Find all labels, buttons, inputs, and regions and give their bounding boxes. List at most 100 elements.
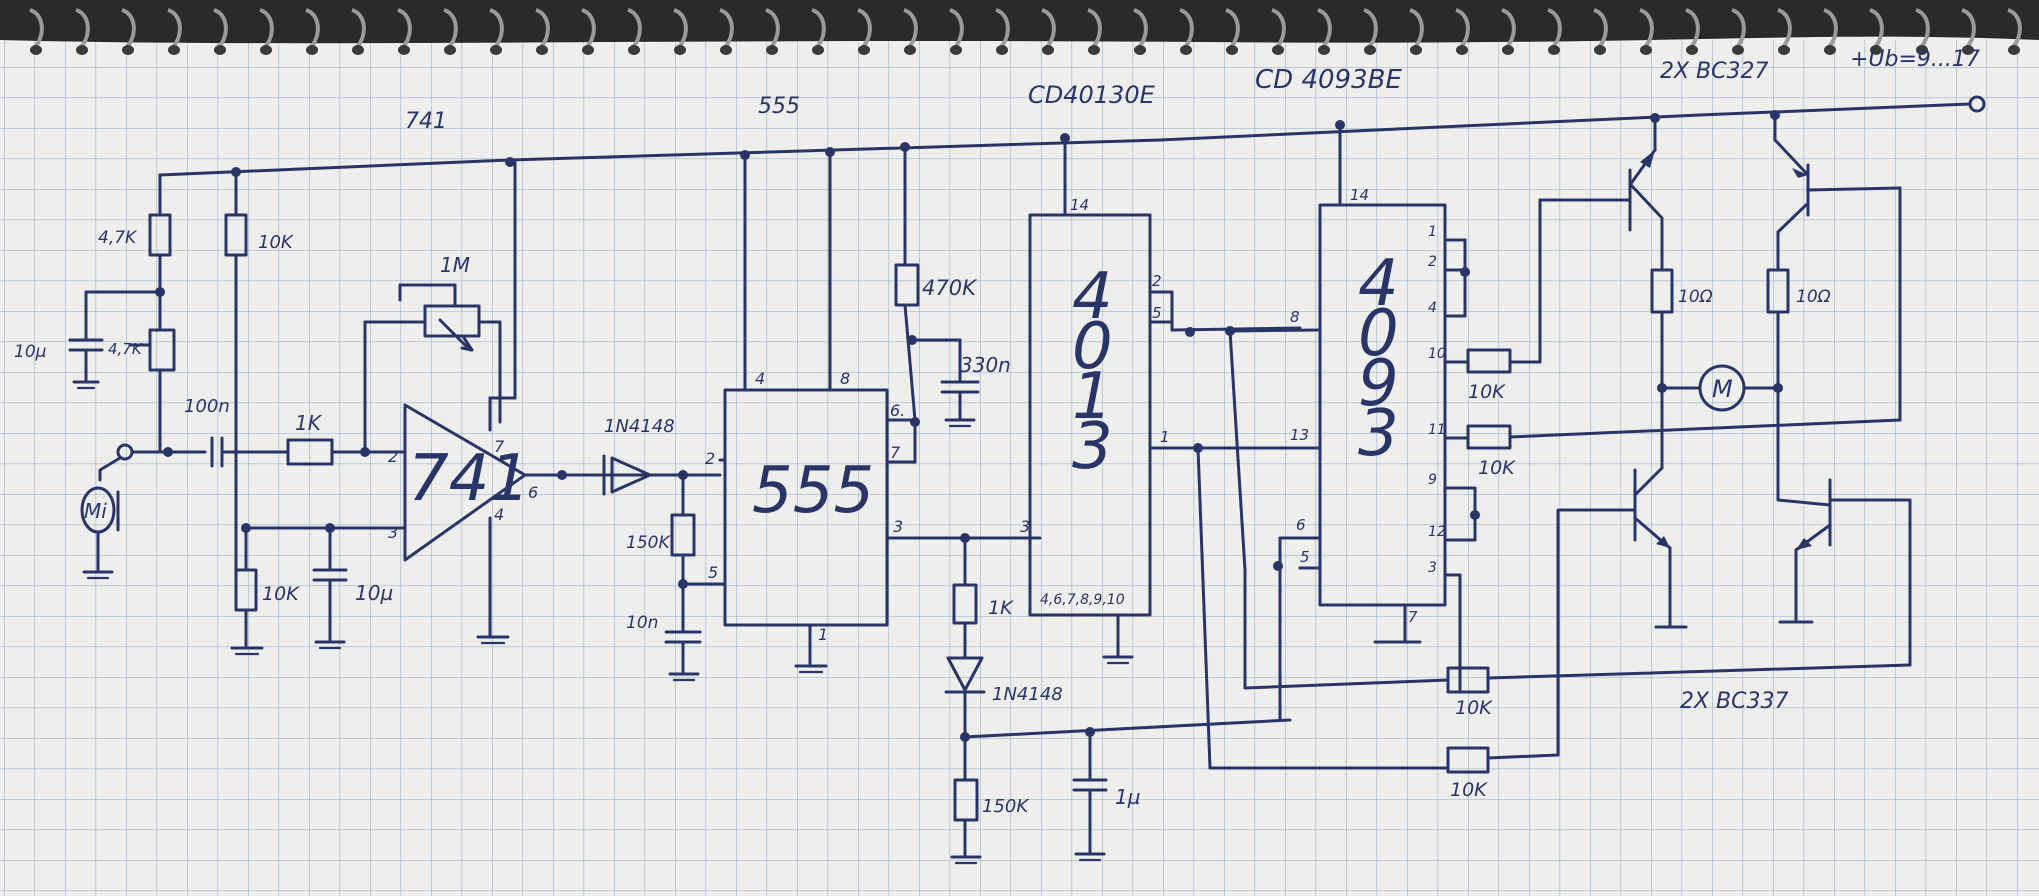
binding-hole bbox=[536, 45, 548, 55]
binding-hole bbox=[1732, 45, 1744, 55]
spiral-coil bbox=[29, 8, 44, 50]
label-flipflop-pin5: 5 bbox=[1152, 304, 1162, 322]
label-flipflop-digit-3: 1 bbox=[1072, 360, 1113, 434]
binding-hole bbox=[1870, 45, 1882, 55]
spiral-coil bbox=[397, 8, 412, 50]
label-timer-pin6: 6. bbox=[890, 401, 905, 420]
spiral-coil bbox=[1087, 8, 1102, 50]
label-r-1k-out: 1K bbox=[988, 597, 1014, 619]
label-r-150k-a: 150K bbox=[626, 533, 671, 553]
label-op-amp-pin6: 6 bbox=[528, 483, 538, 502]
spiral-coil bbox=[1915, 8, 1930, 50]
label-nand-digit-1: 4 bbox=[1358, 247, 1399, 321]
timer-555 bbox=[723, 147, 1042, 674]
spiral-coil bbox=[1731, 8, 1746, 50]
spiral-coil bbox=[1317, 8, 1332, 50]
spiral-coil bbox=[1133, 8, 1148, 50]
label-nand-pin10: 10 bbox=[1428, 346, 1446, 362]
label-nand-pin6: 6 bbox=[1296, 516, 1306, 534]
binding-hole bbox=[398, 45, 410, 55]
spiral-coil bbox=[535, 8, 550, 50]
binding-hole bbox=[1778, 45, 1790, 55]
label-nand-pin13: 13 bbox=[1290, 426, 1309, 444]
spiral-coil bbox=[1639, 8, 1654, 50]
spiral-coil bbox=[443, 8, 458, 50]
binding-hole bbox=[260, 45, 272, 55]
spiral-coil bbox=[305, 8, 320, 50]
label-r-150k-b: 150K bbox=[982, 796, 1029, 817]
binding-hole bbox=[720, 45, 732, 55]
spiral-coil bbox=[1179, 8, 1194, 50]
spiral-coil bbox=[121, 8, 136, 50]
resistor-10k-b1 bbox=[1446, 666, 1490, 694]
binding-hole bbox=[1962, 45, 1974, 55]
diode-1n4148-a bbox=[602, 454, 727, 682]
spiral-coil bbox=[1041, 8, 1056, 50]
binding-hole bbox=[214, 45, 226, 55]
label-c-1u: 1µ bbox=[1115, 785, 1140, 809]
binding-hole bbox=[1916, 45, 1928, 55]
binding-hole bbox=[168, 45, 180, 55]
label-timer-pin2: 2 bbox=[705, 449, 715, 468]
spiral-coil bbox=[213, 8, 228, 50]
label-flipflop-pin14: 14 bbox=[1070, 196, 1089, 214]
label-r-10k-bias: 10K bbox=[262, 583, 300, 605]
binding-hole bbox=[1226, 45, 1238, 55]
label-op-amp-pin3: 3 bbox=[388, 523, 398, 542]
label-r-4k7-pot: 4,7K bbox=[108, 340, 143, 358]
binding-hole bbox=[628, 45, 640, 55]
spiral-coil bbox=[673, 8, 688, 50]
binding-hole bbox=[1134, 45, 1146, 55]
binding-hole bbox=[352, 45, 364, 55]
label-nand-pin8: 8 bbox=[1290, 308, 1300, 326]
label-nand-digit-3: 9 bbox=[1358, 347, 1399, 421]
label-motor: M bbox=[1712, 375, 1733, 403]
spiral-coil bbox=[1501, 8, 1516, 50]
label-nand-pin9: 9 bbox=[1428, 472, 1437, 488]
label-d-1n4148-a: 1N4148 bbox=[604, 416, 675, 437]
binding-hole bbox=[1548, 45, 1560, 55]
label-supply: +Ub=9...17 bbox=[1850, 47, 1980, 72]
label-r-10r-b: 10Ω bbox=[1796, 287, 1831, 307]
spiral-coil bbox=[903, 8, 918, 50]
spiral-coil bbox=[1869, 8, 1884, 50]
label-timer-pin8: 8 bbox=[840, 369, 850, 388]
binding-hole bbox=[1456, 45, 1468, 55]
label-nand-pin3: 3 bbox=[1428, 560, 1437, 576]
label-r-1k-in: 1K bbox=[295, 411, 323, 435]
binding-hole bbox=[1088, 45, 1100, 55]
binding-hole bbox=[582, 45, 594, 55]
spiral-coil bbox=[1823, 8, 1838, 50]
binding-hole bbox=[30, 45, 42, 55]
spiral-coil bbox=[1225, 8, 1240, 50]
label-r-10k-top: 10K bbox=[258, 232, 294, 253]
label-c-10u-bias: 10µ bbox=[355, 581, 393, 605]
spiral-coil bbox=[167, 8, 182, 50]
label-r-10k-b2: 10K bbox=[1450, 779, 1488, 801]
spiral-coil bbox=[1455, 8, 1470, 50]
spiral-coil bbox=[1593, 8, 1608, 50]
label-timer-pin7: 7 bbox=[890, 443, 901, 462]
binding-hole bbox=[950, 45, 962, 55]
label-nand-pin4: 4 bbox=[1428, 300, 1437, 316]
label-flipflop-pin2: 2 bbox=[1152, 272, 1162, 290]
mic-input-stage bbox=[68, 167, 407, 656]
label-timer-pin3: 3 bbox=[893, 517, 903, 536]
label-nand-pin11: 11 bbox=[1428, 422, 1446, 438]
label-pnp-part: 2X BC327 bbox=[1660, 59, 1769, 84]
label-nand-part: CD 4093BE bbox=[1255, 65, 1402, 95]
binding-hole bbox=[1410, 45, 1422, 55]
label-nand-pin7: 7 bbox=[1408, 608, 1418, 626]
label-mic: Mi bbox=[84, 499, 107, 523]
spiral-coil bbox=[1961, 8, 1976, 50]
spiral-coil bbox=[2007, 8, 2022, 50]
resistor-470k bbox=[894, 263, 920, 307]
label-nand-pin1: 1 bbox=[1428, 224, 1437, 240]
nand-4093 bbox=[1196, 120, 1902, 722]
resistor-10k-b2 bbox=[1446, 746, 1490, 774]
spiral-coil bbox=[489, 8, 504, 50]
label-npn-part: 2X BC337 bbox=[1680, 689, 1789, 714]
output-network bbox=[944, 536, 1292, 865]
diode-1n4148-b bbox=[946, 656, 984, 692]
